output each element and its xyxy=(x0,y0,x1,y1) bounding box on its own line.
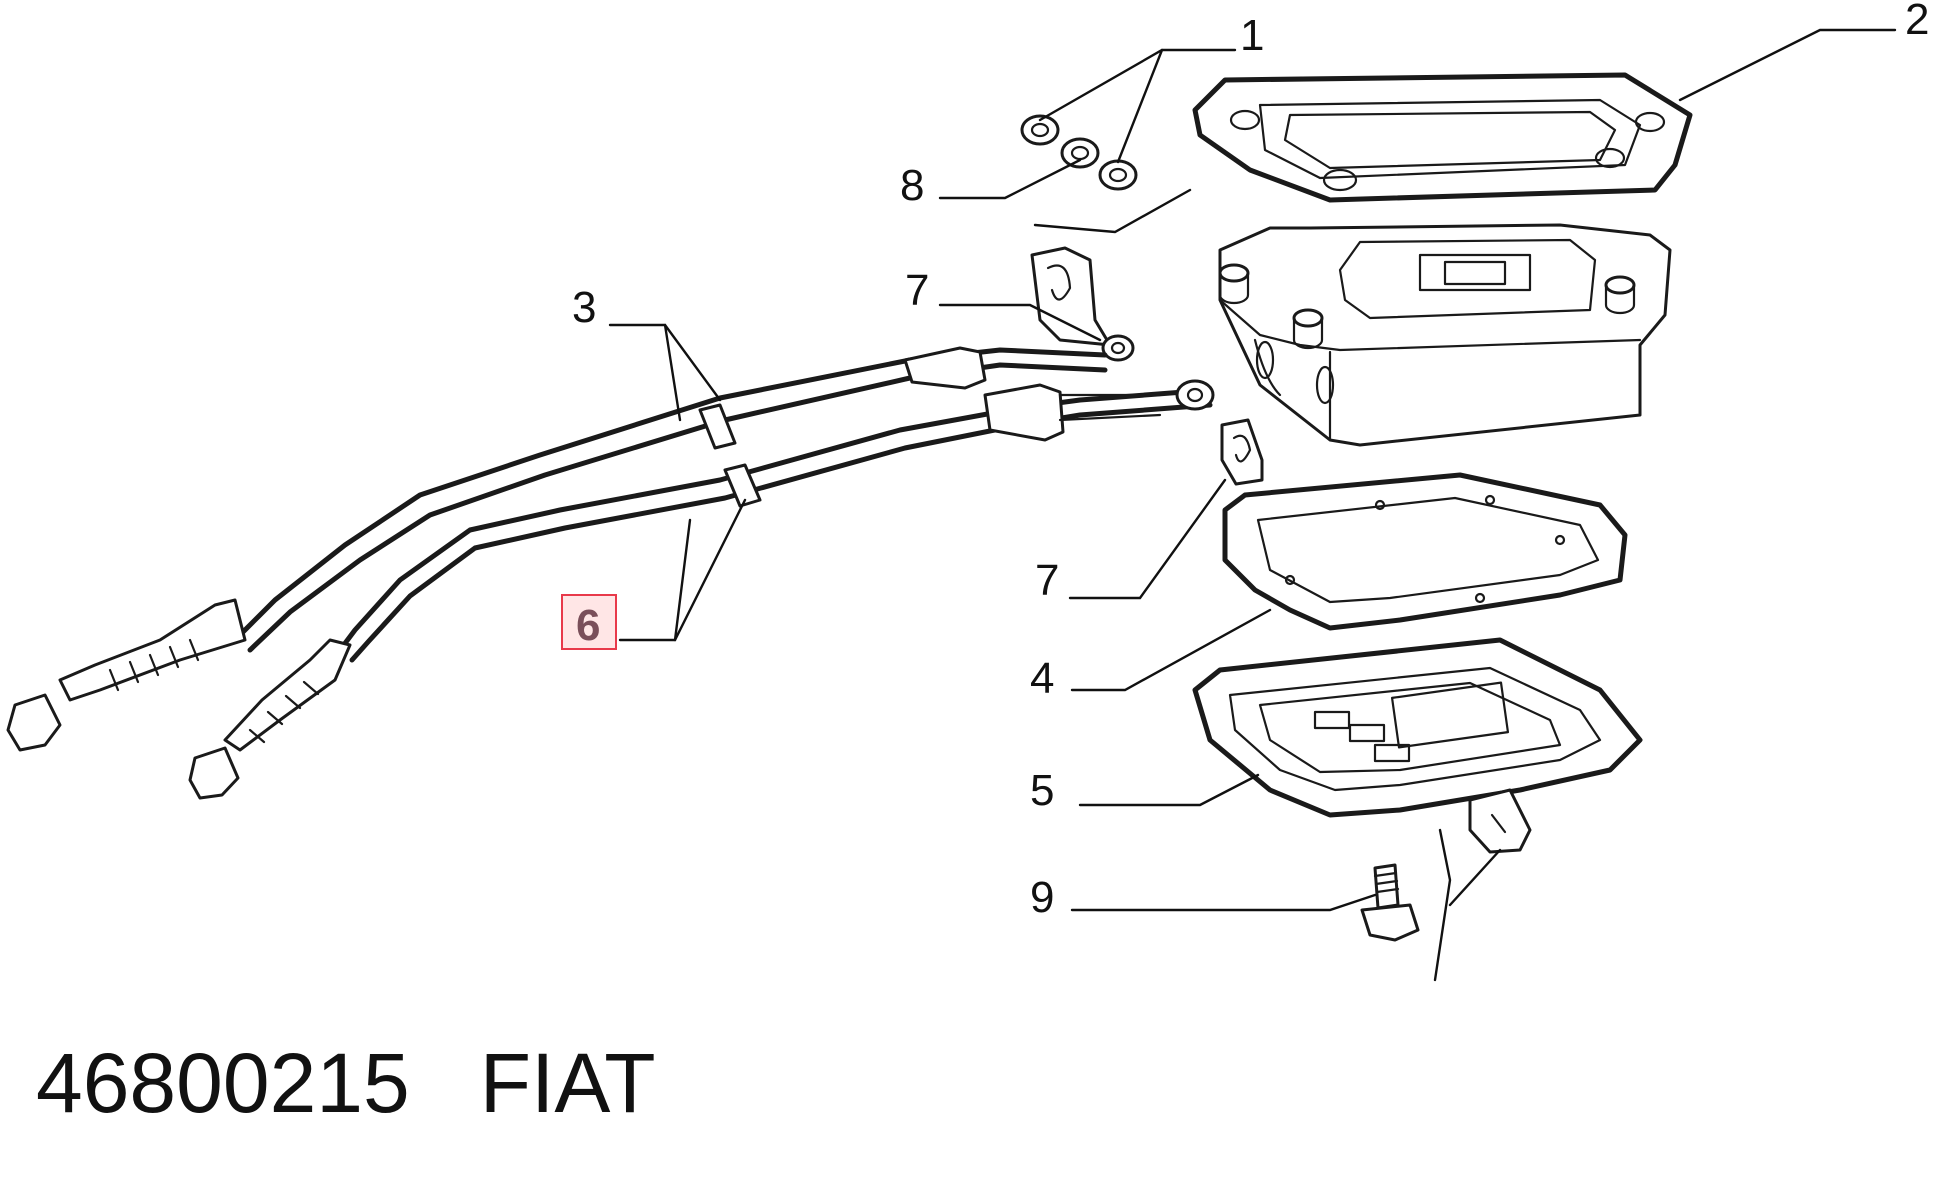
part-4-gasket xyxy=(1222,472,1628,631)
part-7-retaining-clip-upper xyxy=(1030,246,1135,362)
callout-7-upper: 7 xyxy=(905,266,929,315)
callout-8: 8 xyxy=(900,161,924,210)
callout-6: 6 xyxy=(576,601,600,650)
callout-1: 1 xyxy=(1240,11,1264,60)
leader-lines xyxy=(608,28,1897,982)
part-number: 46800215 xyxy=(36,1036,410,1130)
callout-6-highlight xyxy=(561,594,617,650)
part-2-cover-plate xyxy=(1192,72,1693,203)
callout-2: 2 xyxy=(1905,0,1929,44)
callout-5: 5 xyxy=(1030,766,1054,815)
brand-name: FIAT xyxy=(479,1036,656,1130)
callout-3: 3 xyxy=(572,283,596,332)
part-5-base-plate xyxy=(1192,637,1643,854)
part-8-nuts-washers xyxy=(1020,114,1138,191)
part-9-bolt xyxy=(1360,863,1420,942)
gear-selector-housing xyxy=(1218,223,1672,447)
part-3-6-gear-cables xyxy=(6,346,1215,800)
callout-9: 9 xyxy=(1030,873,1054,922)
footer-caption: 46800215 FIAT xyxy=(36,1035,656,1132)
callout-4: 4 xyxy=(1030,654,1054,703)
callout-7-lower: 7 xyxy=(1035,556,1059,605)
part-7-retaining-clip-lower xyxy=(1220,418,1264,486)
